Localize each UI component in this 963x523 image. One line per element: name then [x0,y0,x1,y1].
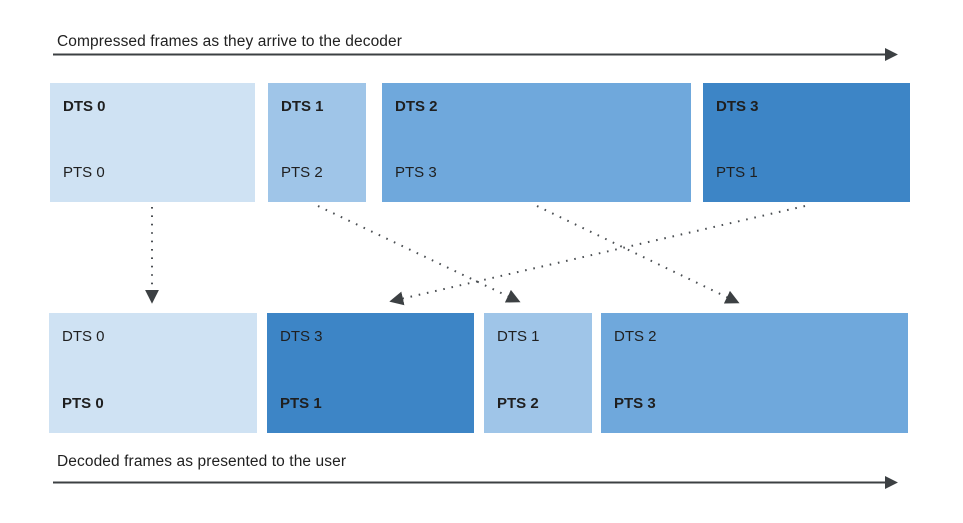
compressed-frame-dts0: DTS 0 PTS 0 [50,83,255,202]
dts-label: DTS 0 [62,328,105,345]
decoded-frame-pts1: DTS 3 PTS 1 [267,313,474,433]
dts-label: DTS 2 [614,328,657,345]
dts-label: DTS 1 [281,98,324,115]
dts-label: DTS 2 [395,98,438,115]
pts-label: PTS 3 [395,164,437,181]
decoded-frame-pts0: DTS 0 PTS 0 [49,313,257,433]
compressed-frame-dts3: DTS 3 PTS 1 [703,83,910,202]
compressed-frame-dts1: DTS 1 PTS 2 [268,83,366,202]
dts-label: DTS 0 [63,98,106,115]
compressed-frames-caption: Compressed frames as they arrive to the … [57,33,402,50]
pts-label: PTS 3 [614,395,656,412]
decoded-frames-caption: Decoded frames as presented to the user [57,453,347,470]
decoded-frame-pts2: DTS 1 PTS 2 [484,313,592,433]
pts-label: PTS 0 [62,395,104,412]
pts-label: PTS 1 [280,395,322,412]
dts-label: DTS 3 [716,98,759,115]
connector-dts2-arrow-icon [536,205,740,304]
pts-label: PTS 1 [716,164,758,181]
decoded-frame-pts3: DTS 2 PTS 3 [601,313,908,433]
pts-label: PTS 0 [63,164,105,181]
connector-dts1-arrow-icon [317,205,521,303]
connector-dts3-arrow-icon [389,205,806,306]
pts-label: PTS 2 [281,164,323,181]
dts-label: DTS 1 [497,328,540,345]
pts-label: PTS 2 [497,395,539,412]
dts-label: DTS 3 [280,328,323,345]
compressed-frame-dts2: DTS 2 PTS 3 [382,83,691,202]
